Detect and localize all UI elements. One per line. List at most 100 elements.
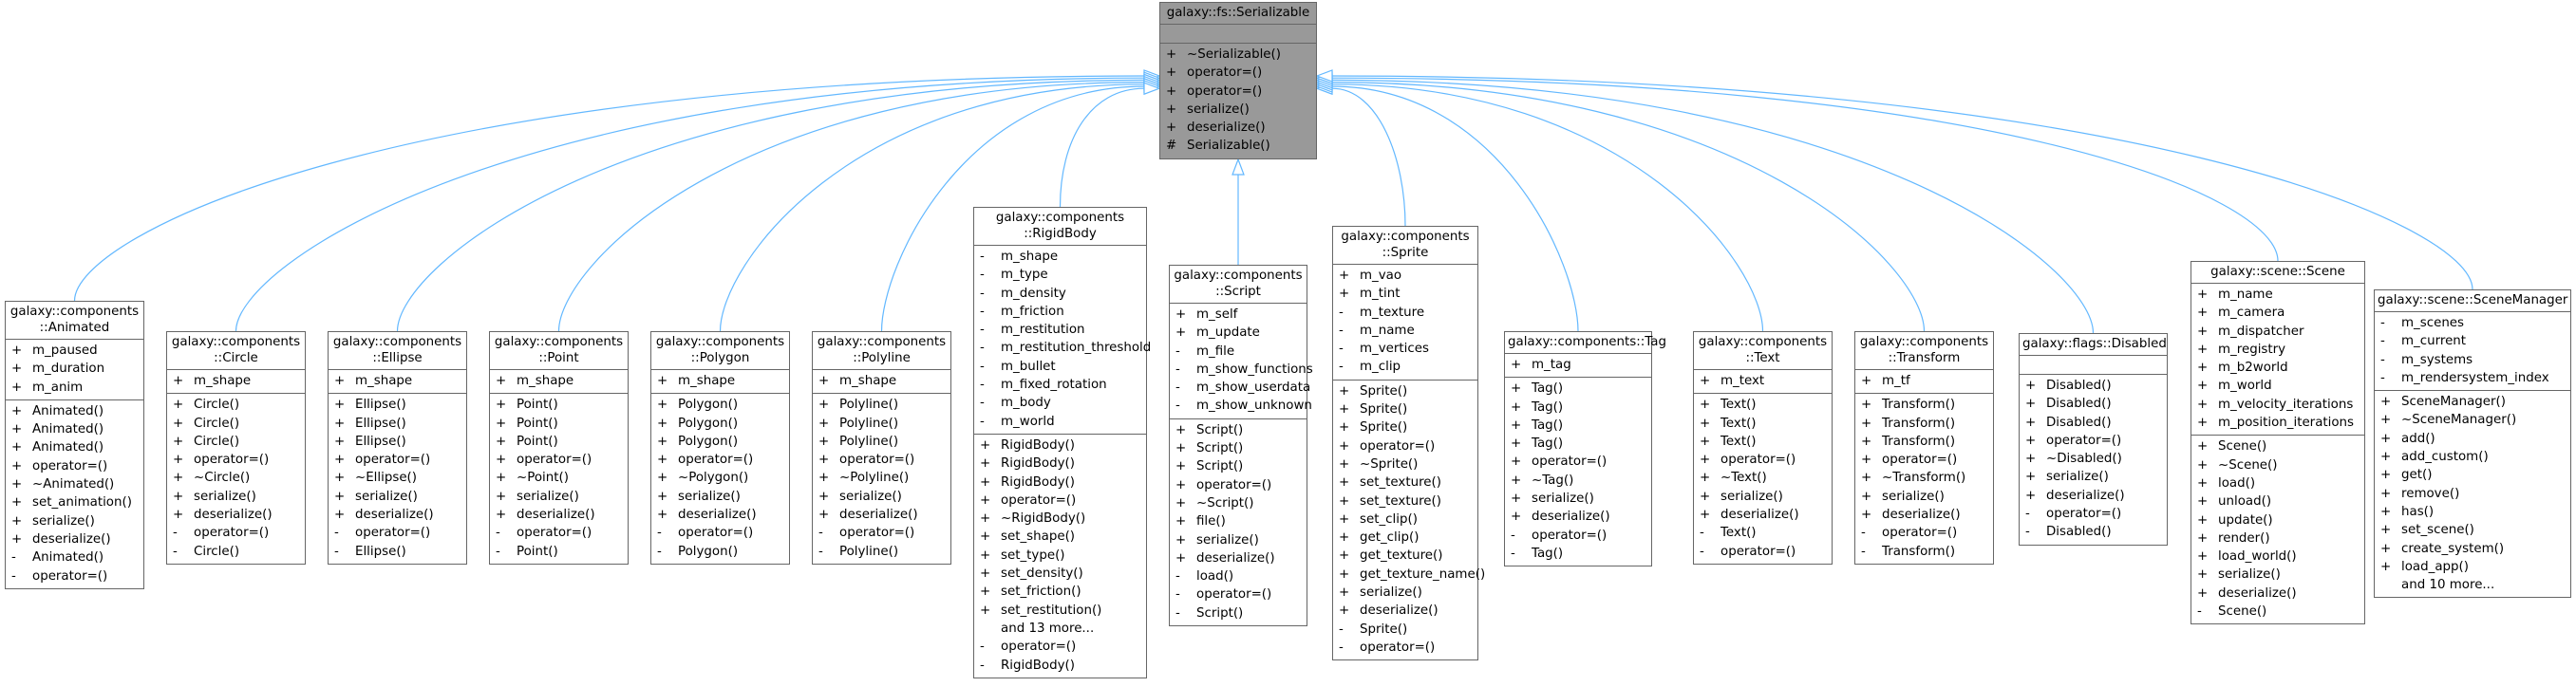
method-name: Animated() — [32, 403, 104, 418]
method-name: Point() — [517, 398, 558, 413]
methods-section: +Point()+Point()+Point()+operator=()+~Po… — [490, 393, 628, 564]
attribute-row: -m_systems — [2380, 351, 2567, 369]
visibility-marker: + — [1175, 532, 1187, 548]
visibility-marker: - — [1175, 569, 1180, 585]
attribute-name: m_show_unknown — [1196, 399, 1312, 414]
class-title-line: galaxy::components — [1341, 230, 1470, 244]
method-name: Text() — [1720, 434, 1757, 449]
attribute-name: m_show_userdata — [1196, 381, 1311, 396]
attribute-row: +m_shape — [818, 372, 947, 390]
visibility-marker: + — [1175, 514, 1187, 529]
method-row: +Polygon() — [657, 433, 785, 451]
method-name: set_animation() — [32, 495, 132, 511]
class-node-text[interactable]: galaxy::components::Text+m_text+Text()+T… — [1693, 331, 1833, 565]
method-row: -Polyline() — [818, 543, 947, 561]
attribute-row: +m_anim — [11, 379, 140, 397]
method-row: +load() — [2197, 474, 2360, 492]
class-node-rigidbody[interactable]: galaxy::components::RigidBody-m_shape-m_… — [973, 207, 1151, 678]
method-name: operator=() — [2046, 433, 2122, 448]
class-node-tag[interactable]: galaxy::components::Tag+m_tag+Tag()+Tag(… — [1504, 331, 1666, 567]
class-node-disabled[interactable]: galaxy::flags::Disabled+Disabled()+Disab… — [2019, 333, 2168, 546]
visibility-marker: + — [2025, 397, 2037, 412]
class-node-transform[interactable]: galaxy::components::Transform+m_tf+Trans… — [1854, 331, 1994, 565]
method-row: +~Scene() — [2197, 456, 2360, 474]
class-node-animated[interactable]: galaxy::components::Animated+m_paused+m_… — [5, 301, 144, 589]
method-row: +~Transform() — [1861, 469, 1989, 487]
visibility-marker: - — [11, 550, 16, 566]
method-row: +~Animated() — [11, 475, 140, 493]
visibility-marker: - — [1339, 342, 1344, 357]
method-name: operator=() — [1187, 65, 1263, 81]
visibility-marker: + — [1166, 47, 1177, 62]
visibility-marker: + — [2025, 470, 2037, 485]
method-row: +render() — [2197, 529, 2360, 548]
visibility-marker: + — [818, 416, 830, 431]
visibility-marker: - — [980, 658, 985, 673]
method-name: ~Text() — [1720, 471, 1767, 486]
class-node-ellipse[interactable]: galaxy::components::Ellipse+m_shape+Elli… — [328, 331, 467, 565]
method-row: -operator=() — [2025, 505, 2163, 523]
method-row: +operator=() — [818, 451, 947, 469]
method-name: serialize() — [1720, 489, 1783, 504]
class-node-scenemanager[interactable]: galaxy::scene::SceneManager-m_scenes-m_c… — [2374, 289, 2571, 599]
method-row: +operator=() — [1339, 437, 1474, 455]
method-name: operator=() — [32, 568, 108, 584]
method-row: +serialize() — [334, 488, 462, 506]
method-row: +Circle() — [173, 396, 301, 414]
methods-section: +Animated()+Animated()+Animated()+operat… — [6, 399, 143, 588]
class-node-circle[interactable]: galaxy::components::Circle+m_shape+Circl… — [166, 331, 306, 565]
visibility-marker: + — [1511, 418, 1522, 433]
class-node-sprite[interactable]: galaxy::components::Sprite+m_vao+m_tint-… — [1332, 226, 1485, 661]
visibility-marker: - — [657, 544, 662, 559]
visibility-marker: + — [1511, 455, 1522, 470]
visibility-marker: + — [818, 434, 830, 449]
attribute-row: -m_show_unknown — [1175, 397, 1312, 415]
visibility-marker: + — [2197, 379, 2209, 394]
visibility-marker: - — [173, 544, 178, 559]
method-row: +Script() — [1175, 457, 1303, 475]
class-title: galaxy::components::Ellipse — [329, 332, 466, 369]
class-node-scene[interactable]: galaxy::scene::Scene+m_name+m_camera+m_d… — [2191, 261, 2365, 625]
method-name: Polyline() — [839, 544, 899, 559]
method-name: load() — [2218, 475, 2256, 491]
visibility-marker: + — [1339, 456, 1350, 472]
inheritance-edge — [1331, 77, 2279, 262]
method-row: +Transform() — [1861, 396, 1989, 414]
method-row: +Point() — [496, 396, 624, 414]
attribute-name: m_restitution_threshold — [1001, 341, 1152, 356]
visibility-marker: + — [818, 471, 830, 486]
method-row: -Animated() — [11, 548, 140, 566]
method-name: load_world() — [2218, 549, 2297, 565]
attribute-row: +m_registry — [2197, 341, 2360, 359]
method-row: +serialize() — [818, 488, 947, 506]
class-node-polygon[interactable]: galaxy::components::Polygon+m_shape+Poly… — [650, 331, 790, 565]
method-name: deserialize() — [32, 531, 111, 547]
visibility-marker: + — [980, 492, 991, 508]
class-node-serializable[interactable]: galaxy::fs::Serializable +~Serializable(… — [1159, 2, 1317, 159]
inheritance-edge — [73, 75, 1145, 302]
method-row: +operator=() — [334, 451, 462, 469]
attribute-name: m_tint — [1360, 287, 1401, 302]
method-row: +Point() — [496, 415, 624, 433]
visibility-marker: - — [1700, 544, 1704, 559]
attribute-row: +m_velocity_iterations — [2197, 396, 2360, 414]
method-name: Text() — [1720, 416, 1757, 431]
method-row: +Text() — [1700, 396, 1828, 414]
method-row: +RigidBody() — [980, 436, 1142, 455]
method-row: +remove() — [2380, 485, 2567, 503]
method-row: +~Disabled() — [2025, 450, 2163, 468]
method-name: Disabled() — [2046, 397, 2112, 412]
method-name: Point() — [517, 416, 558, 431]
attribute-row: -m_scenes — [2380, 314, 2567, 332]
class-node-polyline[interactable]: galaxy::components::Polyline+m_shape+Pol… — [812, 331, 951, 565]
visibility-marker: - — [1861, 544, 1866, 559]
visibility-marker: + — [1861, 508, 1872, 523]
attribute-name: m_position_iterations — [2218, 416, 2355, 431]
class-node-script[interactable]: galaxy::components::Script+m_self+m_upda… — [1169, 265, 1313, 627]
visibility-marker: + — [2197, 324, 2209, 339]
method-name: remove() — [2401, 486, 2460, 501]
class-node-point[interactable]: galaxy::components::Point+m_shape+Point(… — [489, 331, 629, 565]
attribute-row: -m_name — [1339, 322, 1474, 340]
method-row: +serialize() — [1511, 490, 1647, 508]
method-name: serialize() — [1532, 492, 1594, 507]
